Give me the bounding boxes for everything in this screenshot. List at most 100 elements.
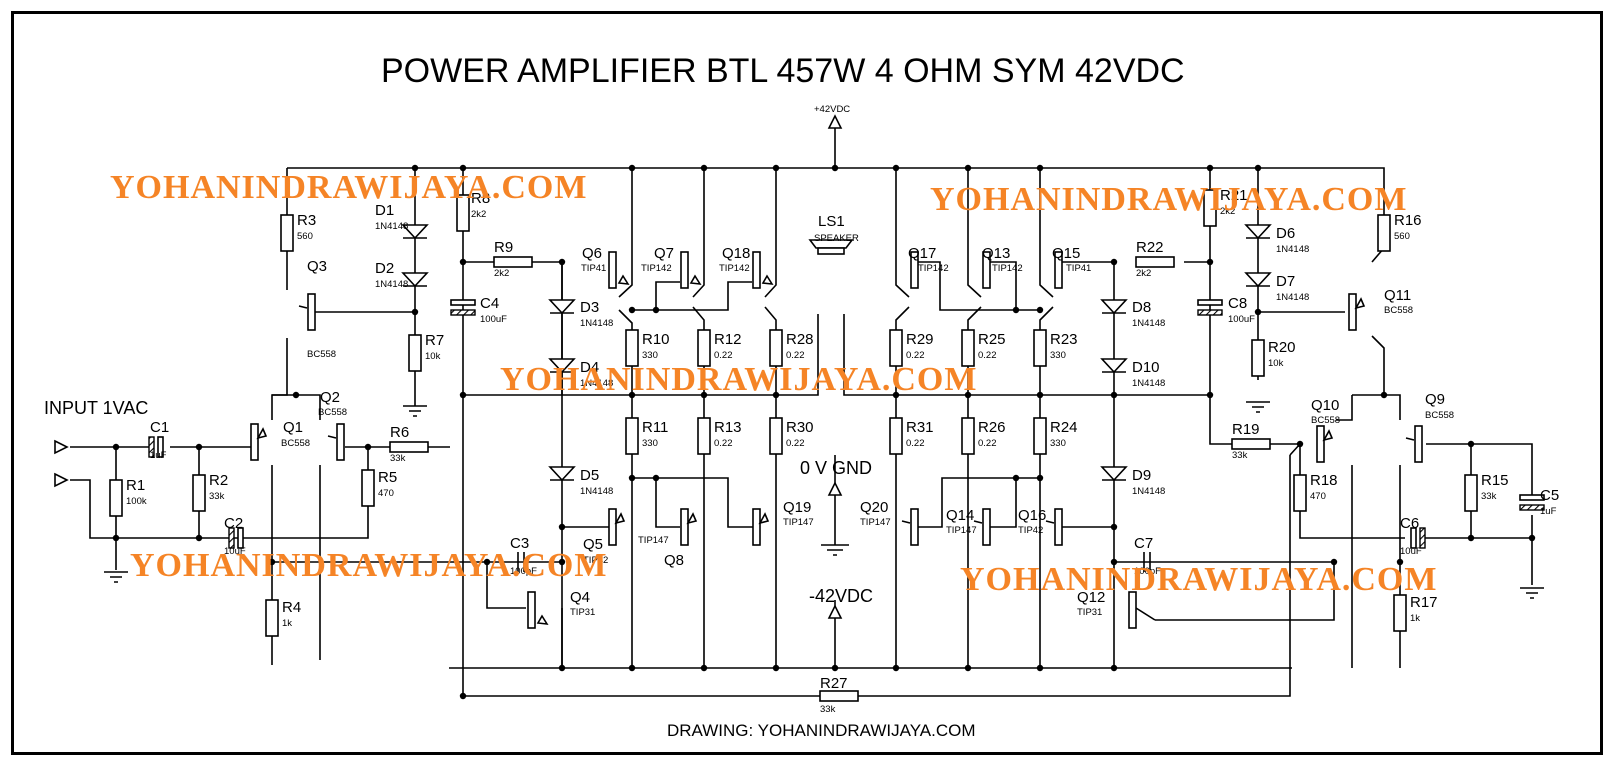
component-value: TIP147	[783, 517, 814, 528]
component-value: 100pF	[510, 566, 537, 577]
component-value: 0.22	[978, 350, 997, 361]
junction-dot	[1467, 534, 1475, 542]
junction-dot	[1012, 306, 1020, 314]
junction-dot	[268, 558, 276, 566]
junction-dot	[1036, 474, 1044, 482]
component-ref: D8	[1132, 299, 1151, 316]
junction-dots	[112, 164, 1536, 700]
component-value: TIP31	[570, 607, 595, 618]
junction-dot	[1036, 306, 1044, 314]
junction-dot	[1110, 523, 1118, 531]
component-value: BC558	[1311, 415, 1340, 426]
resistor-r28: R28 0.22	[769, 329, 814, 367]
junction-dot	[772, 664, 780, 672]
component-value: TIP142	[918, 263, 949, 274]
component-value: 1N4148	[580, 318, 613, 329]
component-value: 0.22	[786, 438, 805, 449]
component-ref: R29	[906, 331, 934, 348]
component-ref: D3	[580, 299, 599, 316]
junction-dot	[652, 306, 660, 314]
junction-dot	[1036, 664, 1044, 672]
component-ref: Q7	[654, 245, 674, 262]
component-ref: R3	[297, 212, 316, 229]
component-value: 100pF	[1134, 566, 1161, 577]
ground-icon	[1520, 587, 1544, 599]
junction-dot	[628, 664, 636, 672]
svg-text:INPUT 1VAC: INPUT 1VAC	[44, 398, 148, 418]
input-connector: INPUT 1VAC	[44, 398, 148, 488]
junction-dot	[892, 391, 900, 399]
component-value: 33k	[390, 453, 406, 464]
junction-dot	[411, 164, 419, 172]
svg-text:LS1: LS1	[818, 213, 845, 230]
component-value: 1N4148	[1276, 244, 1309, 255]
junction-dot	[459, 692, 467, 700]
junction-dot	[558, 258, 566, 266]
component-ref: D2	[375, 260, 394, 277]
component-ref: R8	[471, 190, 490, 207]
component-ref: Q15	[1052, 245, 1080, 262]
component-value: 33k	[1481, 491, 1497, 502]
component-value: 330	[642, 350, 658, 361]
component-ref: Q4	[570, 589, 590, 606]
junction-dot	[483, 558, 491, 566]
junction-dot	[1296, 440, 1304, 448]
component-ref: R18	[1310, 472, 1338, 489]
ground-icon	[104, 571, 128, 583]
component-value: 1N4148	[375, 279, 408, 290]
junction-dot	[628, 306, 636, 314]
component-ref: R12	[714, 331, 742, 348]
junction-dot	[195, 443, 203, 451]
component-value: 330	[642, 438, 658, 449]
component-value: TIP147	[638, 535, 669, 546]
component-ref: C5	[1540, 487, 1559, 504]
component-ref: R24	[1050, 419, 1078, 436]
component-ref: Q6	[582, 245, 602, 262]
component-value: 470	[1310, 491, 1326, 502]
component-ref: R30	[786, 419, 814, 436]
component-value: 100uF	[1228, 314, 1255, 325]
junction-dot	[964, 664, 972, 672]
component-ref: R28	[786, 331, 814, 348]
junction-dot	[1528, 534, 1536, 542]
component-ref: D4	[580, 359, 599, 376]
component-value: 560	[297, 231, 313, 242]
component-ref: R20	[1268, 339, 1296, 356]
component-value: 1N4148	[1276, 292, 1309, 303]
component-value: TIP41	[1066, 263, 1091, 274]
component-value: 0.22	[786, 350, 805, 361]
junction-dot	[628, 164, 636, 172]
watermark: YOHANINDRAWIJAYA.COM	[110, 169, 587, 206]
component-value: 560	[1394, 231, 1410, 242]
component-ref: D9	[1132, 467, 1151, 484]
junction-dot	[112, 534, 120, 542]
diode-d3: D3 1N4148	[548, 299, 613, 329]
junction-dot	[1254, 308, 1262, 316]
svg-text:SPEAKER: SPEAKER	[814, 233, 859, 244]
component-value: TIP31	[1077, 607, 1102, 618]
component-value: 1k	[282, 618, 292, 629]
component-value: TIP142	[719, 263, 750, 274]
